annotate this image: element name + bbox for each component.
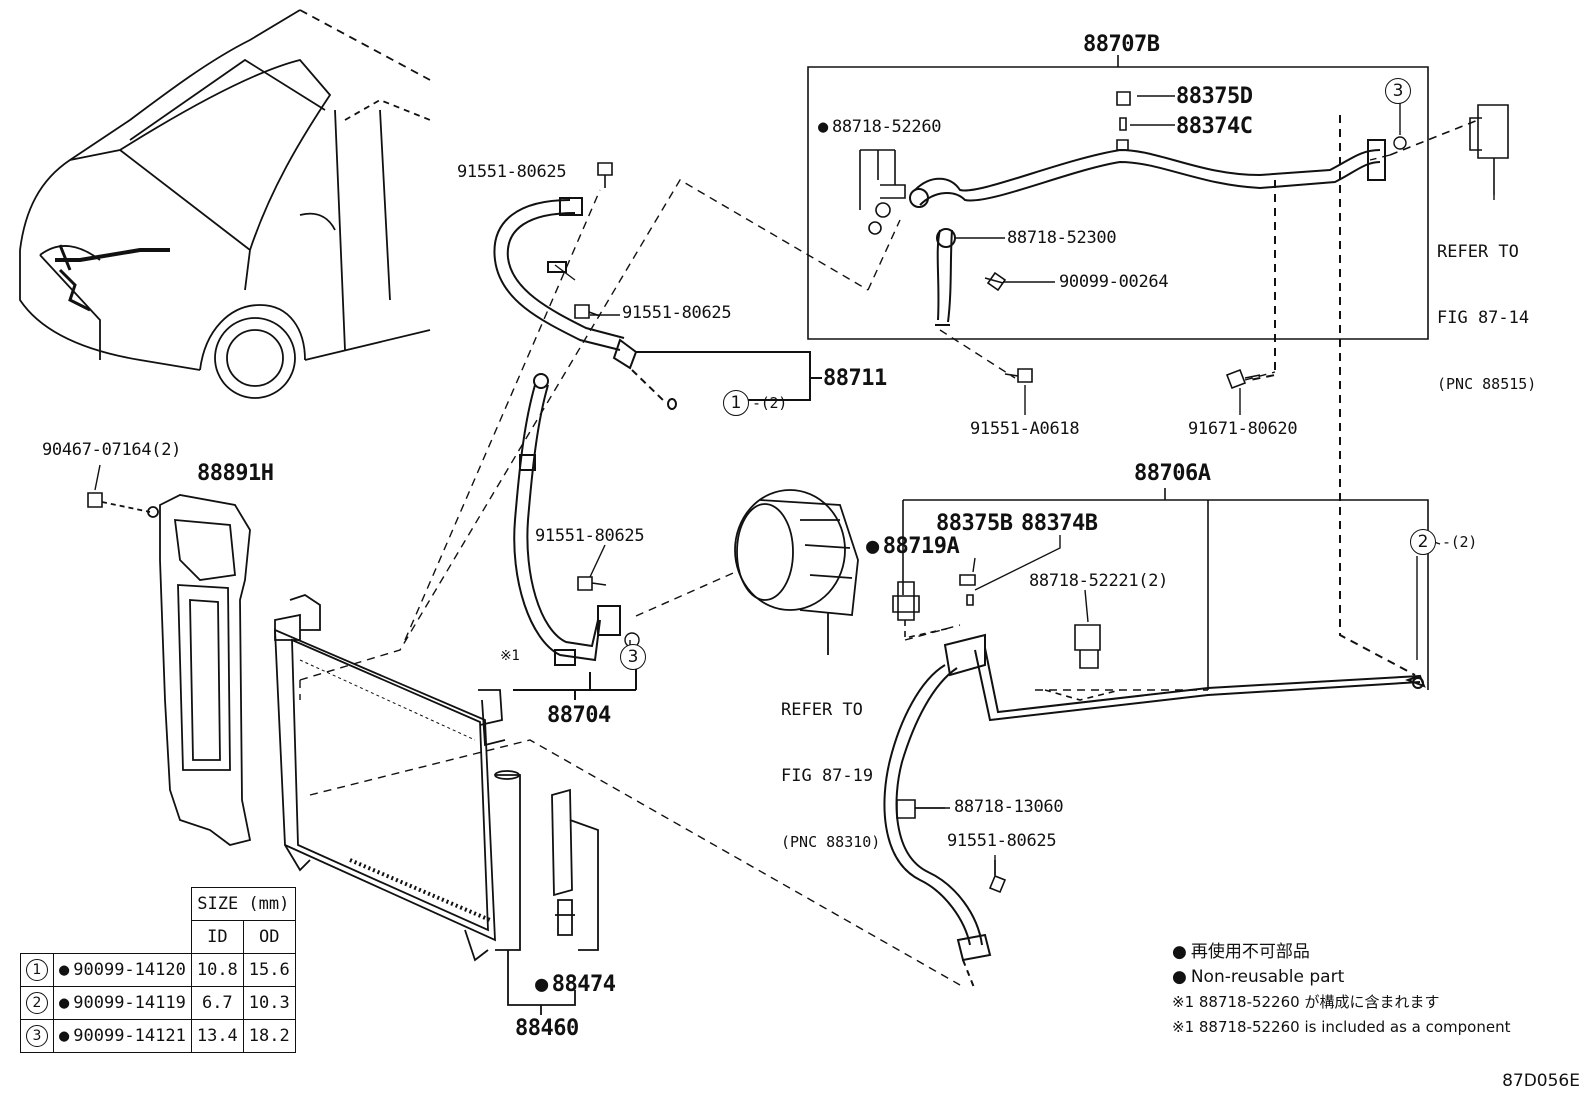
expansion-valve [1389,104,1509,195]
legend-nonreusable-en: Non-reusable part [1172,965,1510,990]
liquid-pipe-88706a [883,115,1426,991]
outer-diameter: 18.2 [242,1019,296,1053]
clips-88707b [859,149,906,235]
condenser-88460 [274,594,576,1015]
col-od: OD [242,920,296,954]
label-88718-52260: 88718-52260 [818,119,942,136]
part-number: 90099-14121 [53,1019,192,1053]
refer-fig-87-14: REFER TO FIG 87-14 (PNC 88515) [1437,197,1536,439]
legend: 再使用不可部品 Non-reusable part ※1 88718-52260… [1172,940,1510,1040]
legend-note-jp: ※1 88718-52260 が構成に含まれます [1172,993,1440,1011]
label-90467-07164: 90467-07164(2) [42,440,182,460]
label-90099-00264: 90099-00264 [1059,272,1169,292]
size-header: SIZE (mm) [190,887,296,921]
o-ring-qty-1: -(2) [752,394,787,412]
label-88374c: 88374C [1176,114,1253,139]
label-91551-80625-top: 91551-80625 [457,162,567,182]
label-88374b: 88374B [1021,511,1098,536]
o-ring-callout-2: 2 [1410,529,1436,555]
label-88719a: 88719A [866,536,960,558]
box-88707b [807,55,1429,340]
inner-diameter: 13.4 [190,1019,244,1053]
label-88474: 88474 [535,974,616,996]
label-91551-80625-mid: 91551-80625 [622,303,732,323]
label-88707b: 88707B [1083,32,1160,57]
part-number: 90099-14120 [53,953,192,987]
label-91551-80625-hose: 91551-80625 [535,526,645,546]
refer-line-3: (PNC 88310) [781,833,881,851]
label-88460: 88460 [515,1016,579,1041]
cover-88891h [101,494,252,846]
refer-line-1: REFER TO [781,700,863,720]
refer-fig-87-19: REFER TO FIG 87-19 (PNC 88310) [781,655,880,897]
o-ring-callout-3-box: 3 [1385,78,1411,104]
legend-note-en: ※1 88718-52260 is included as a componen… [1172,1018,1511,1036]
dashed-leaders [299,154,1391,986]
label-91551-a0618: 91551-A0618 [970,419,1080,439]
row-number: 3 [26,1025,48,1047]
inner-diameter: 10.8 [190,953,244,987]
refer-line-2: FIG 87-19 [781,766,874,786]
label-88375b: 88375B [936,511,1013,536]
label-88718-52221: 88718-52221(2) [1029,571,1169,591]
row-number: 2 [26,992,48,1014]
part-number: 90099-14119 [53,986,192,1020]
label-88706a: 88706A [1134,461,1211,486]
label-88375d: 88375D [1176,84,1253,109]
o-ring-callout-3-hose: 3 [620,644,646,670]
o-ring-callout-1: 1 [723,390,749,416]
clamp-88718-52221 [1044,624,1121,701]
label-88718-13060: 88718-13060 [954,797,1064,817]
row-number: 1 [26,959,48,981]
outer-diameter: 10.3 [242,986,296,1020]
clamp-88718-13060 [896,799,945,819]
note-mark-88704: ※1 [500,648,520,664]
discharge-hose-88711 [493,197,822,410]
label-88891h: 88891H [197,461,274,486]
label-91551-80625-pipe: 91551-80625 [947,831,1057,851]
legend-nonreusable-jp: 再使用不可部品 [1172,940,1510,965]
compressor [734,489,859,655]
table-row: 1 90099-14120 10.8 15.6 [20,953,296,987]
refer-line-2: FIG 87-14 [1437,308,1530,328]
col-id: ID [190,920,244,954]
suction-hose-88707b [909,139,1386,326]
figure-code: 87D056E [1502,1071,1580,1091]
car-illustration [19,9,431,399]
label-88704: 88704 [547,703,611,728]
o-ring-qty-2: -(2) [1442,533,1477,551]
label-91671-80620: 91671-80620 [1188,419,1298,439]
table-row: 3 90099-14121 13.4 18.2 [20,1019,296,1053]
label-88718-52300: 88718-52300 [1007,228,1117,248]
refer-line-3: (PNC 88515) [1437,375,1537,393]
o-ring-size-table: SIZE (mm) ID OD 1 90099-14120 10.8 15.6 … [20,887,296,1053]
dryer-88474 [551,788,599,951]
inner-diameter: 6.7 [190,986,244,1020]
table-row: 2 90099-14119 6.7 10.3 [20,986,296,1020]
refer-line-1: REFER TO [1437,242,1519,262]
label-88711: 88711 [823,366,887,391]
outer-diameter: 15.6 [242,953,296,987]
pressure-switch-88719a [892,581,951,639]
